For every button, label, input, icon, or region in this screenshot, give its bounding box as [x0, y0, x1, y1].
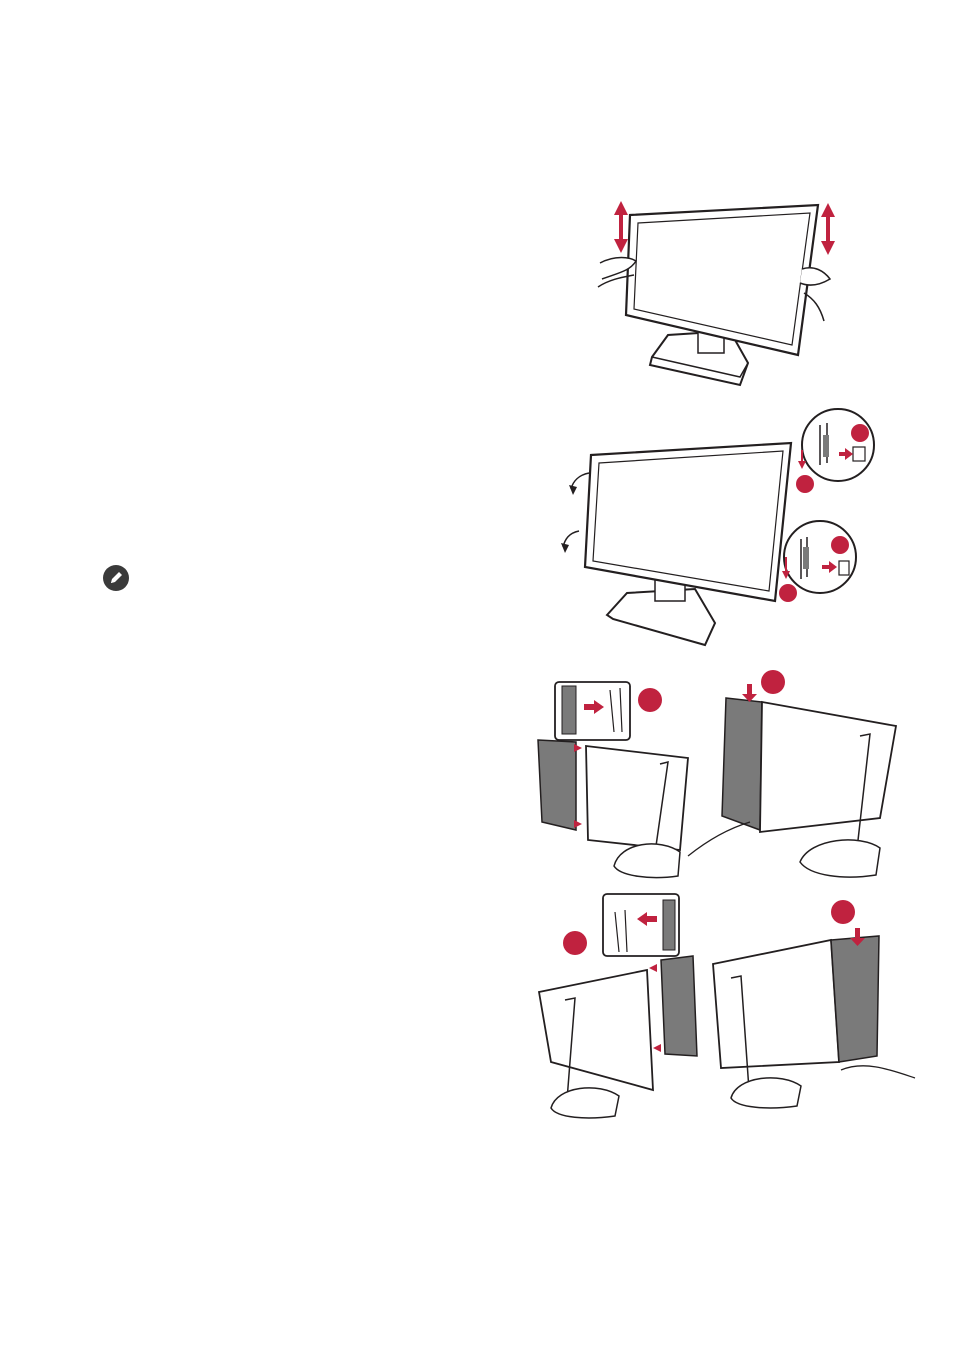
attach-left-side-panel-illustration — [530, 670, 900, 885]
pencil-icon — [103, 565, 129, 591]
lift-monitor-illustration — [590, 195, 840, 395]
attach-right-side-panel-illustration — [535, 890, 920, 1125]
attach-hood-clips-illustration — [555, 405, 895, 650]
